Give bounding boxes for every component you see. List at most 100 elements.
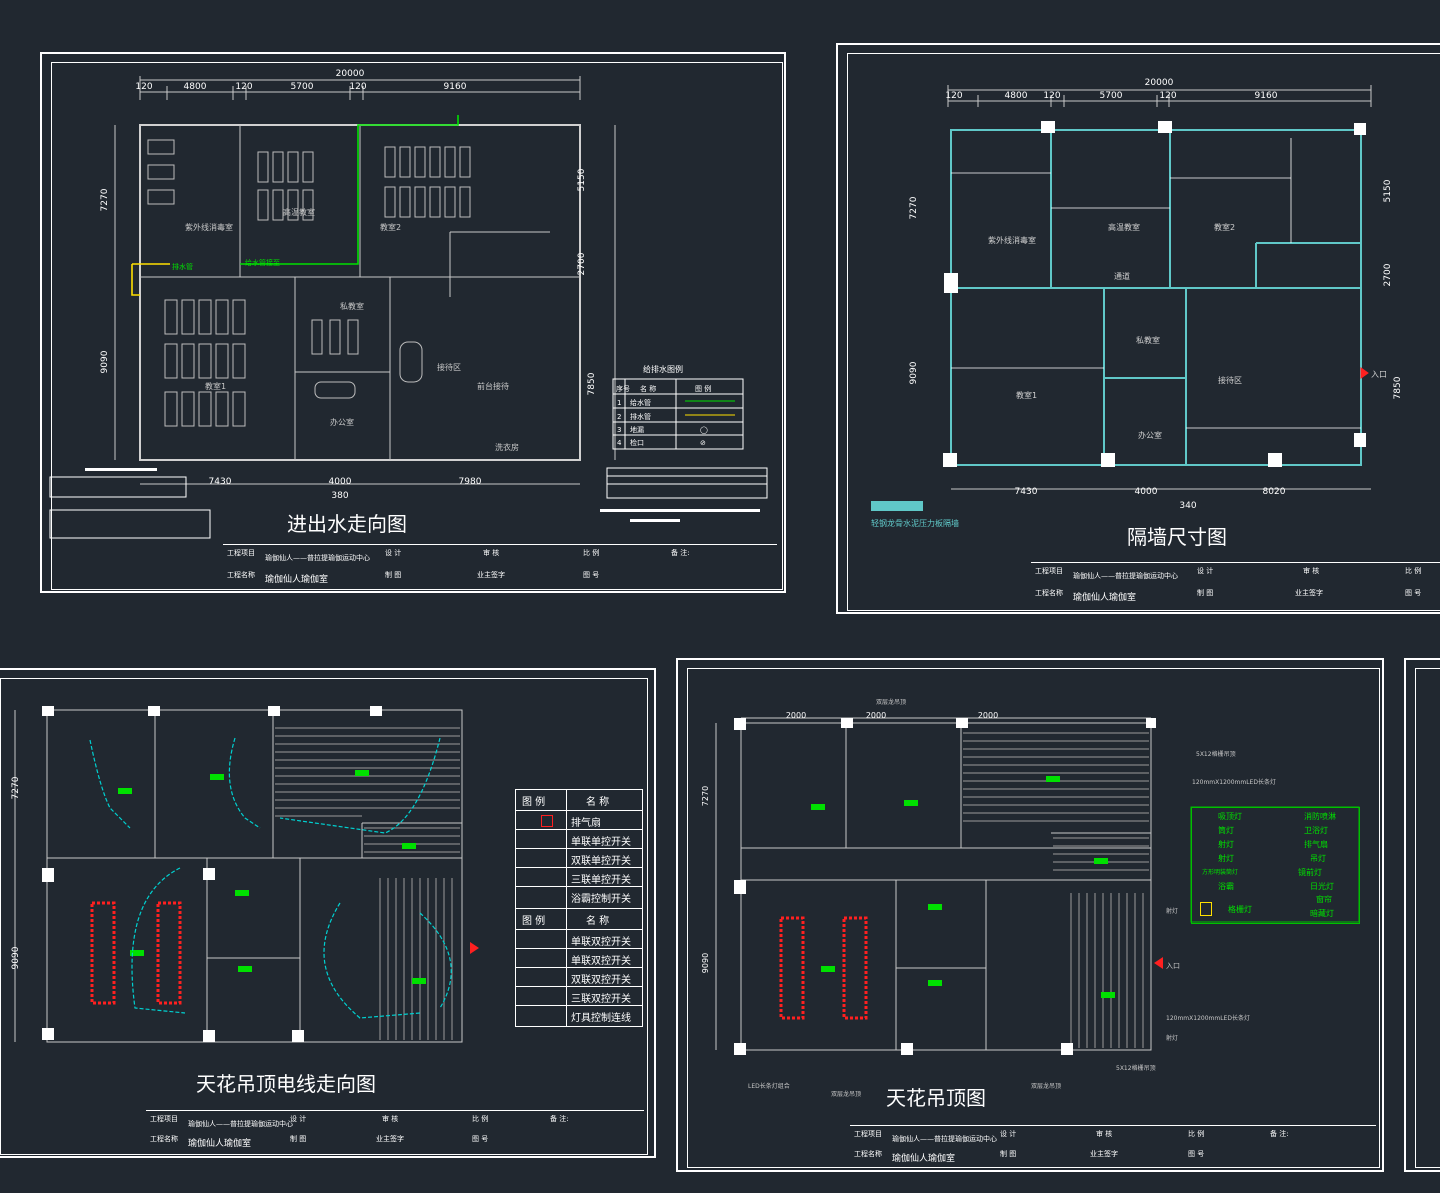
tb1-name-label: 工程名称 [227, 571, 255, 579]
wl-r3-n: 4 [617, 439, 622, 447]
tb4-no: 图 号 [1188, 1150, 1205, 1158]
tb1-project-label: 工程项目 [227, 549, 255, 557]
tb4-remark: 备 注: [1270, 1130, 1289, 1138]
tb3-owner: 业主签字 [376, 1135, 404, 1143]
tb1-owner: 业主签字 [477, 571, 505, 579]
wall-dim-top-4: 120 [1159, 91, 1176, 101]
wall-plan: 20000 120 4800 120 5700 120 9160 7430 40… [871, 78, 1403, 528]
wiring-dim-lb: 9090 [11, 946, 21, 969]
sheet-partial-right[interactable] [1404, 658, 1440, 1172]
room-laundry: 洗衣房 [495, 442, 519, 452]
dim-bottom-0: 7430 [209, 477, 232, 487]
tb1-draw: 制 图 [385, 571, 402, 579]
grille-lamp-icon [1200, 902, 1212, 916]
room-private: 私教室 [340, 301, 364, 311]
room-reception: 接待区 [437, 362, 461, 372]
dim-top-1: 4800 [184, 82, 207, 92]
wiring-legend: 图 例名 称 排气扇 单联单控开关 双联单控开关 三联单控开关 浴霸控制开关 图… [515, 789, 643, 1027]
room-front: 前台接待 [477, 381, 509, 391]
cl-right-2: 排气扇 [1304, 840, 1328, 849]
wl-h2: 图 例 [695, 384, 711, 393]
tb3-ratio: 比 例 [472, 1115, 489, 1123]
cl-right-4: 镜前灯 [1298, 868, 1322, 877]
tb4-project-value: 瑜伽仙人——普拉提瑜伽运动中心 [892, 1135, 997, 1143]
dim-bottom-2: 7980 [459, 477, 482, 487]
sheet-wall[interactable] [836, 43, 1440, 614]
wl-r1-n: 2 [617, 413, 621, 421]
wl-r3-name: 检口 [630, 438, 644, 447]
wall-room-1: 教室1 [1016, 390, 1037, 400]
wl-h0: 序号 [616, 384, 630, 393]
wl2-4: 灯具控制连线 [571, 1013, 631, 1024]
dim-left-top: 7270 [100, 188, 110, 211]
wall-dim-top-0: 120 [945, 91, 962, 101]
dim-left-bottom: 9090 [100, 350, 110, 373]
dim-total: 20000 [336, 69, 365, 79]
dim-top-2: 120 [235, 82, 252, 92]
tb4-check: 审 核 [1096, 1130, 1113, 1138]
wall-room-office: 办公室 [1138, 430, 1162, 440]
wall-room-uv: 紫外线消毒室 [988, 235, 1036, 245]
room-uv: 紫外线消毒室 [185, 222, 233, 232]
cl-right-3: 吊灯 [1310, 854, 1326, 863]
tb1-remark: 备 注: [671, 549, 690, 557]
wiring-legend-head2-1: 名 称 [586, 916, 610, 927]
wall-room-private: 私教室 [1136, 335, 1160, 345]
wall-dim-lt: 7270 [909, 196, 919, 219]
wall-room-corridor: 通道 [1114, 271, 1130, 281]
ceil-note-1: 双层龙吊顶 [876, 698, 906, 706]
wall-dim-top-3: 5700 [1100, 91, 1123, 101]
tb1-project-value: 瑜伽仙人——普拉提瑜伽运动中心 [265, 554, 370, 562]
wl-r3-sym: ⊘ [700, 439, 706, 447]
dim-right-0: 5150 [577, 168, 587, 191]
tb2-ratio: 比 例 [1405, 567, 1422, 575]
sheet-ceiling[interactable] [676, 658, 1384, 1172]
cl-right-7: 暗藏灯 [1310, 909, 1334, 918]
tb1-ratio: 比 例 [583, 549, 600, 557]
wall-legend-text: 轻钢龙骨水泥压力板隔墙 [871, 518, 959, 528]
wiring-legend-divider [566, 790, 567, 1026]
cl-right-5: 日光灯 [1310, 882, 1334, 891]
wiring-plan: 7270 9090 [11, 706, 479, 1043]
dim-top-3: 5700 [291, 82, 314, 92]
dim-right-2: 7850 [587, 372, 597, 395]
wiring-title-block: 工程项目 瑜伽仙人——普拉提瑜伽运动中心 工程名称 瑜伽仙人瑜伽室 设 计 制 … [146, 1110, 644, 1151]
wall-room-recep: 接待区 [1218, 375, 1242, 385]
sheet-water[interactable] [40, 52, 786, 593]
sheet-wall-frame [847, 53, 1440, 611]
wl1-0: 排气扇 [571, 818, 601, 829]
wall-dim-total: 20000 [1145, 78, 1174, 88]
cl-left-3: 射灯 [1218, 854, 1234, 863]
wall-dim-r1: 2700 [1383, 263, 1393, 286]
ceil-dim-2: 2000 [978, 711, 998, 720]
wl2-2: 双联双控开关 [571, 975, 631, 986]
wall-dim-b2: 8020 [1263, 487, 1286, 497]
tb4-design: 设 计 [1000, 1130, 1017, 1138]
cl-left-1: 筒灯 [1218, 826, 1234, 835]
wl1-1: 单联单控开关 [571, 837, 631, 848]
water-title: 进出水走向图 [287, 512, 407, 536]
wl-r2-sym: ◯ [700, 426, 708, 434]
sheet-wiring[interactable] [0, 668, 656, 1158]
wall-title-block: 工程项目 瑜伽仙人——普拉提瑜伽运动中心 工程名称 瑜伽仙人瑜伽室 设 计 制 … [1031, 562, 1440, 607]
sheet-water-frame [51, 62, 783, 590]
tb4-project-label: 工程项目 [854, 1130, 882, 1138]
tb2-owner: 业主签字 [1295, 589, 1323, 597]
ceiling-legend: 吸顶灯 筒灯 射灯 射灯 方形明装筒灯 浴霸 格栅灯 消防喷淋 卫浴灯 排气扇 … [1191, 807, 1360, 924]
ceil-dim-0: 2000 [786, 711, 806, 720]
ceil-dim-lt: 7270 [701, 786, 710, 806]
ceil-entry: 入口 [1166, 962, 1180, 970]
wall-dim-b0: 7430 [1015, 487, 1038, 497]
tb2-name-label: 工程名称 [1035, 589, 1063, 597]
wall-dim-top-2: 120 [1043, 91, 1060, 101]
water-plan: 20000 120 4800 120 5700 120 9160 7430 40… [49, 69, 768, 539]
cl-left-0: 吸顶灯 [1218, 812, 1242, 821]
tb4-name-label: 工程名称 [854, 1150, 882, 1158]
room-1: 教室1 [205, 381, 226, 391]
tb3-design: 设 计 [290, 1115, 307, 1123]
wl1-2: 双联单控开关 [571, 856, 631, 867]
dim-top-0: 120 [135, 82, 152, 92]
wl1-4: 浴霸控制开关 [571, 894, 631, 905]
wiring-legend-head-0: 图 例 [522, 797, 546, 808]
wl-r1-name: 排水管 [630, 412, 651, 421]
